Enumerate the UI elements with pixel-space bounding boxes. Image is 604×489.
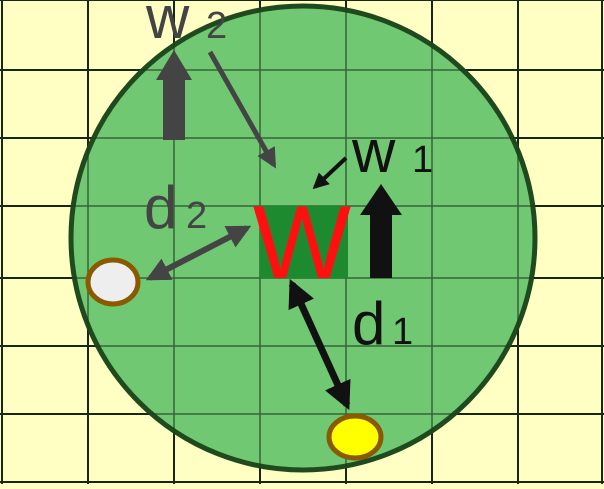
center-w-label: W [253, 185, 351, 301]
w1-label: w 1 [351, 118, 433, 185]
w2-label: w 2 [145, 0, 227, 51]
d2-label-subscript: 2 [186, 195, 207, 237]
w2-label-subscript: 2 [206, 5, 227, 47]
d1-label-subscript: 1 [392, 311, 413, 353]
w1-label-letter: w [351, 118, 396, 185]
d1-label-letter: d [352, 290, 385, 357]
d1-label: d 1 [352, 290, 413, 357]
d2-distance-arrow [145, 225, 252, 281]
w1-label-subscript: 1 [412, 139, 433, 181]
center-cell [260, 206, 348, 278]
w2-label-letter: w [145, 0, 190, 51]
d2-label: d 2 [144, 174, 207, 241]
w2-weight-arrow [156, 50, 192, 140]
yellow-node [326, 413, 384, 461]
d1-distance-arrow [288, 278, 351, 411]
d2-label-letter: d [144, 174, 177, 241]
w1-pointer-arrow [312, 156, 348, 190]
w2-pointer-arrow [207, 50, 277, 169]
white-node [85, 257, 141, 307]
w1-weight-arrow [360, 184, 402, 278]
